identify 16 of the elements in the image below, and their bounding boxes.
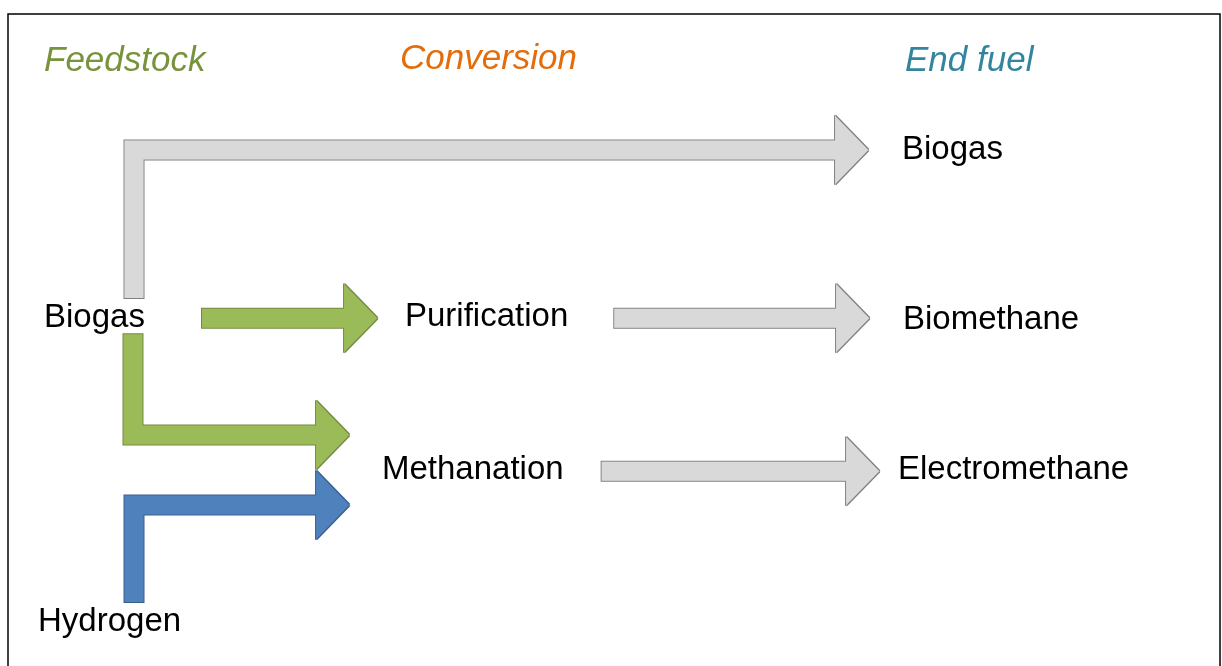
flow-label: Purification <box>405 297 569 334</box>
flow-label: Hydrogen <box>38 602 182 639</box>
column-heading: Feedstock <box>44 40 206 79</box>
block-arrow <box>124 115 869 298</box>
block-arrow <box>202 283 378 353</box>
block-arrow <box>614 283 870 353</box>
block-arrow <box>124 470 350 602</box>
flow-label: Biogas <box>902 130 1003 167</box>
column-heading: Conversion <box>400 38 578 77</box>
flow-label: Biomethane <box>903 300 1080 337</box>
flow-label: Methanation <box>382 450 564 487</box>
flow-label: Biogas <box>44 298 145 335</box>
block-arrow <box>601 436 880 506</box>
flow-label: Electromethane <box>898 450 1130 487</box>
column-heading: End fuel <box>905 40 1034 79</box>
block-arrow <box>123 334 350 470</box>
